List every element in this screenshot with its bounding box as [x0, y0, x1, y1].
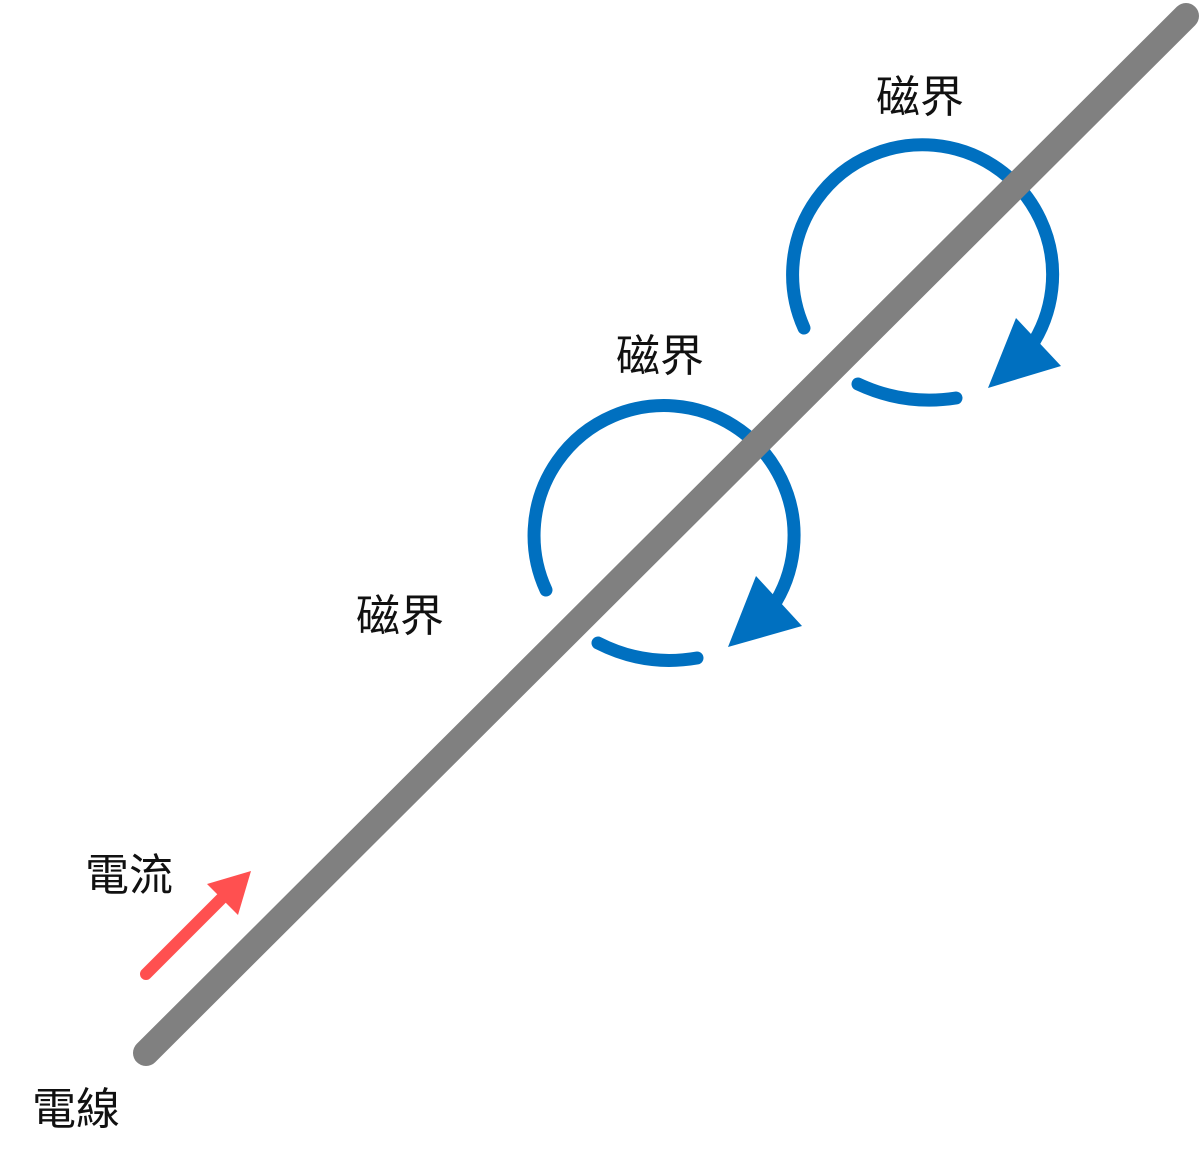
- label-field-top: 磁界: [876, 72, 964, 123]
- label-current: 電流: [85, 850, 173, 901]
- magnetic-field-loop-upper: [786, 138, 1061, 407]
- field-arc-middle-tail: [591, 636, 704, 667]
- label-field-lower: 磁界: [356, 591, 444, 642]
- field-arc-upper-main: [786, 138, 1060, 355]
- label-field-middle: 磁界: [616, 331, 704, 382]
- electric-wire: [133, 3, 1199, 1066]
- field-arrowhead-upper: [988, 318, 1061, 388]
- current-arrow-shaft: [140, 892, 228, 980]
- current-direction-arrow: [140, 871, 251, 980]
- label-wire: 電線: [32, 1084, 120, 1135]
- field-arrowhead-middle: [728, 576, 802, 647]
- field-arc-upper-tail: [851, 377, 963, 407]
- current-arrowhead: [207, 871, 251, 915]
- magnetic-field-loop-middle: [527, 399, 802, 667]
- field-arc-middle-main: [527, 399, 801, 615]
